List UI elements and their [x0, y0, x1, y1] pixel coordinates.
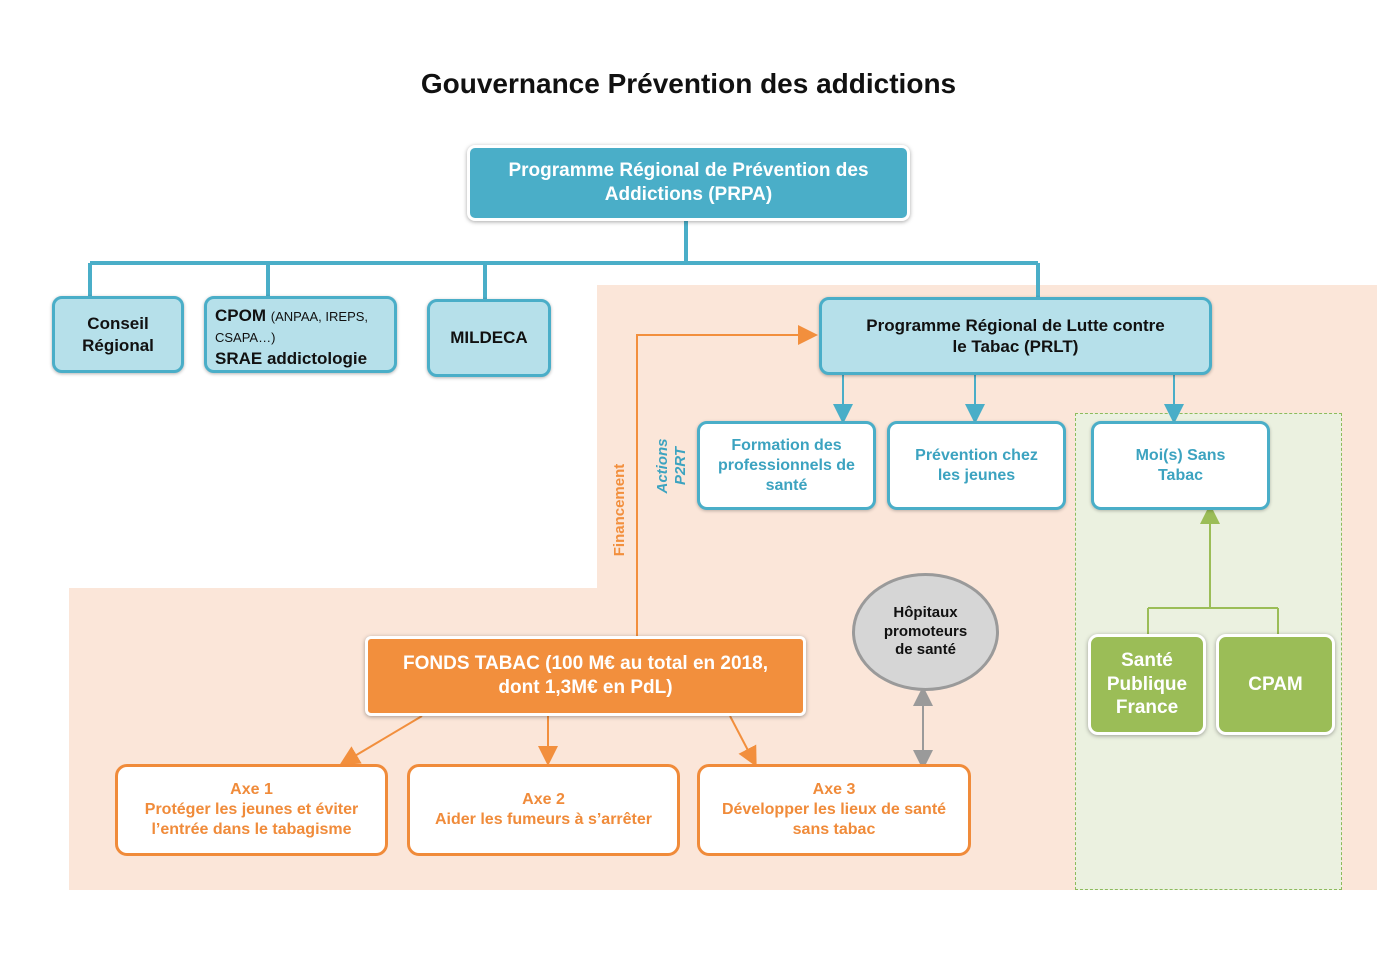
- mildeca-box: MILDECA: [427, 299, 551, 377]
- cpom-title: CPOM: [215, 306, 266, 325]
- sante-publique-france-label: Santé Publique France: [1106, 649, 1188, 719]
- hopitaux-ellipse: Hôpitaux promoteurs de santé: [852, 573, 999, 691]
- prpa-label: Programme Régional de Prévention des Add…: [508, 160, 869, 205]
- hopitaux-label: Hôpitaux promoteurs de santé: [883, 603, 968, 659]
- axe3-box: Axe 3 Développer les lieux de santé sans…: [697, 764, 971, 856]
- sante-publique-france-box: Santé Publique France: [1088, 634, 1206, 735]
- prlt-label: Programme Régional de Lutte contre le Ta…: [866, 315, 1165, 356]
- financement-label: Financement: [611, 463, 628, 557]
- cpom-box: CPOM (ANPAA, IREPS, CSAPA…) SRAE addicto…: [204, 296, 397, 373]
- cpam-label: CPAM: [1248, 673, 1303, 695]
- prpa-tree-lines: [88, 220, 1040, 300]
- prlt-box: Programme Régional de Lutte contre le Ta…: [819, 297, 1212, 375]
- formation-box: Formation des professionnels de santé: [697, 421, 876, 510]
- actions-p2rt-label: Actions P2RT: [654, 426, 694, 506]
- page-title: Gouvernance Prévention des addictions: [420, 68, 957, 99]
- green-tree-lines: [1147, 504, 1279, 636]
- fonds-tabac-label: FONDS TABAC (100 M€ au total en 2018, do…: [403, 653, 768, 698]
- axe1-text: Protéger les jeunes et éviter l’entrée d…: [144, 801, 359, 838]
- axe1-box: Axe 1 Protéger les jeunes et éviter l’en…: [115, 764, 388, 856]
- mois-sans-tabac-box: Moi(s) Sans Tabac: [1091, 421, 1270, 510]
- fonds-tabac-box: FONDS TABAC (100 M€ au total en 2018, do…: [365, 636, 806, 716]
- conseil-regional-label: Conseil Régional: [82, 314, 154, 355]
- axe2-text: Aider les fumeurs à s’arrêter: [435, 811, 652, 828]
- axe2-box: Axe 2 Aider les fumeurs à s’arrêter: [407, 764, 680, 856]
- conseil-regional-box: Conseil Régional: [52, 296, 184, 373]
- prlt-arrows: [833, 374, 1184, 424]
- mildeca-label: MILDECA: [450, 328, 528, 348]
- cpam-box: CPAM: [1216, 634, 1335, 735]
- axe3-text: Développer les lieux de santé sans tabac: [721, 801, 947, 838]
- prevention-jeunes-label: Prévention chez les jeunes: [915, 446, 1038, 484]
- axe3-title: Axe 3: [812, 781, 856, 798]
- srae-label: SRAE addictologie: [215, 348, 368, 368]
- formation-label: Formation des professionnels de santé: [718, 436, 855, 494]
- axe2-title: Axe 2: [522, 791, 565, 808]
- mois-sans-tabac-label: Moi(s) Sans Tabac: [1135, 446, 1226, 484]
- cpom-detail: (ANPAA, IREPS, CSAPA…): [215, 309, 369, 346]
- prevention-jeunes-box: Prévention chez les jeunes: [887, 421, 1066, 510]
- axes-arrows: [339, 715, 757, 767]
- prpa-box: Programme Régional de Prévention des Add…: [467, 145, 910, 221]
- financement-arrow: [636, 325, 818, 636]
- actions-p2rt-text: Actions P2RT: [654, 438, 689, 494]
- axe1-title: Axe 1: [230, 781, 273, 798]
